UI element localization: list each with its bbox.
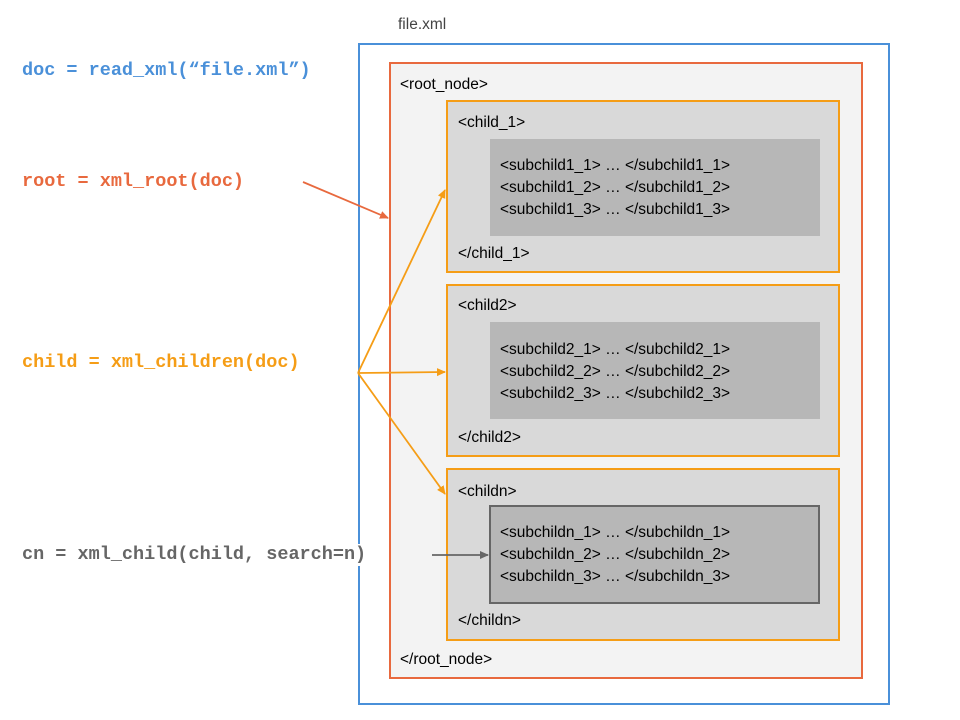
root-node-open-tag: <root_node> — [400, 76, 488, 93]
child-n-close-tag: </childn> — [458, 612, 521, 629]
code-xml-child: cn = xml_child(child, search=n) — [22, 544, 367, 566]
code-xml-root: root = xml_root(doc) — [22, 171, 245, 192]
code-xml-children: child = xml_children(doc) — [22, 352, 300, 373]
subchild-n-1: <subchildn_1> … </subchildn_1> — [500, 524, 731, 541]
subchild-1-2: <subchild1_2> … </subchild1_2> — [500, 179, 731, 196]
subchild-2-2: <subchild2_2> … </subchild2_2> — [500, 363, 731, 380]
child-n-subchildren-box — [489, 505, 820, 604]
root-node-close-tag: </root_node> — [400, 651, 493, 668]
subchild-n-2: <subchildn_2> … </subchildn_2> — [500, 546, 731, 563]
subchild-2-3: <subchild2_3> … </subchild2_3> — [500, 385, 731, 402]
child-1-close-tag: </child_1> — [458, 245, 530, 262]
child-2-subchildren-box — [490, 322, 820, 419]
child-n-open-tag: <childn> — [458, 483, 517, 500]
subchild-2-1: <subchild2_1> … </subchild2_1> — [500, 341, 731, 358]
file-label: file.xml — [398, 16, 447, 33]
child-1-open-tag: <child_1> — [458, 114, 526, 131]
subchild-n-3: <subchildn_3> … </subchildn_3> — [500, 568, 731, 585]
subchild-1-1: <subchild1_1> … </subchild1_1> — [500, 157, 731, 174]
child-2-close-tag: </child2> — [458, 429, 521, 446]
child-2-open-tag: <child2> — [458, 297, 517, 314]
code-read-xml: doc = read_xml(“file.xml”) — [22, 60, 311, 81]
child-1-subchildren-box — [490, 139, 820, 236]
subchild-1-3: <subchild1_3> … </subchild1_3> — [500, 201, 731, 218]
